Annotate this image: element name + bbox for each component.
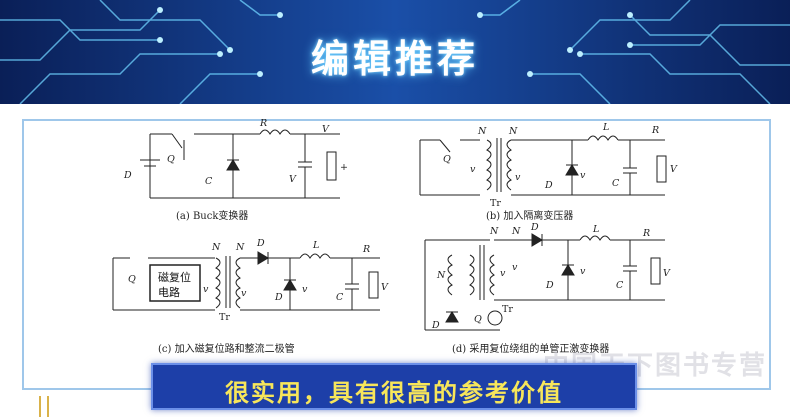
label-Lf-a: R bbox=[259, 118, 267, 129]
label-Np-d: N bbox=[489, 226, 499, 237]
label-Lf-b: L bbox=[602, 122, 609, 133]
label-Q-a: Q bbox=[167, 154, 175, 165]
label-vsec-b: v bbox=[515, 172, 521, 183]
label-vsec-d: v bbox=[512, 262, 518, 273]
corner-marks bbox=[39, 396, 49, 417]
label-Cf-b: C bbox=[612, 178, 620, 189]
label-Np-c: N bbox=[211, 242, 221, 253]
footer-banner: 很实用，具有很高的参考价值 bbox=[151, 363, 637, 410]
label-Rld-c: R bbox=[362, 244, 370, 255]
label-Vo-c: V bbox=[381, 282, 389, 293]
label-vp-c: v bbox=[203, 284, 209, 295]
label-Lf-c: L bbox=[312, 240, 319, 251]
caption-c: (c) 加入磁复位路和整流二极管 bbox=[158, 342, 295, 355]
label-Vo-d: V bbox=[663, 268, 671, 279]
label-Nr-d: N bbox=[436, 270, 446, 281]
label-Vo-a: + bbox=[340, 162, 348, 173]
label-Cf-d: C bbox=[616, 280, 624, 291]
reset-box-line2: 电路 bbox=[158, 286, 180, 299]
circuit-figure-panel bbox=[22, 119, 771, 390]
label-Tr-d: Tr bbox=[502, 304, 513, 315]
label-Lf-d: L bbox=[592, 224, 599, 235]
caption-a: (a) Buck变换器 bbox=[176, 209, 248, 222]
label-Dfw-b: D bbox=[544, 180, 553, 191]
caption-b: (b) 加入隔离变压器 bbox=[486, 209, 573, 222]
label-Dfw-a: C bbox=[205, 176, 213, 187]
label-vsec-c: v bbox=[241, 288, 247, 299]
label-vrect-d: v bbox=[580, 266, 586, 277]
label-vrect-b: v bbox=[580, 170, 586, 181]
circuit-a bbox=[140, 129, 340, 199]
label-DR-d: D bbox=[530, 222, 539, 233]
label-Dfw-c: D bbox=[274, 292, 283, 303]
reset-box-line1: 磁复位 bbox=[158, 270, 191, 284]
header-banner: 编辑推荐 bbox=[0, 0, 790, 104]
label-Dfw-d: D bbox=[545, 280, 554, 291]
label-Tr-b: Tr bbox=[490, 198, 501, 209]
label-vp-b: v bbox=[470, 164, 476, 175]
circuit-d bbox=[424, 233, 665, 331]
circuit-c bbox=[112, 251, 380, 311]
label-Rld-a: V bbox=[322, 124, 330, 135]
label-Tr-c: Tr bbox=[219, 312, 230, 323]
caption-d: (d) 采用复位绕组的单管正激变换器 bbox=[452, 342, 609, 355]
label-Cf-a: V bbox=[289, 174, 297, 185]
circuit-board-background bbox=[0, 0, 790, 104]
label-Ns-b: N bbox=[508, 126, 518, 137]
label-Ns-d: N bbox=[511, 226, 521, 237]
banner-title: 编辑推荐 bbox=[310, 37, 479, 81]
label-Ns-c: N bbox=[235, 242, 245, 253]
label-Cf-c: C bbox=[336, 292, 344, 303]
footer-text: 很实用，具有很高的参考价值 bbox=[225, 379, 563, 407]
label-Rld-d: R bbox=[642, 228, 650, 239]
label-Np-b: N bbox=[477, 126, 487, 137]
label-Dr-d: D bbox=[431, 320, 440, 331]
label-vp-d: v bbox=[500, 268, 506, 279]
label-Q-d: Q bbox=[474, 314, 482, 325]
label-Q-c: Q bbox=[128, 274, 136, 285]
label-DR-c: D bbox=[256, 238, 265, 249]
label-Q-b: Q bbox=[443, 154, 451, 165]
label-Rld-b: R bbox=[651, 125, 659, 136]
label-Vo-b: V bbox=[670, 164, 678, 175]
label-vrect-c: v bbox=[302, 284, 308, 295]
label-Vin-a: D bbox=[123, 170, 132, 181]
circuit-b bbox=[419, 135, 667, 196]
